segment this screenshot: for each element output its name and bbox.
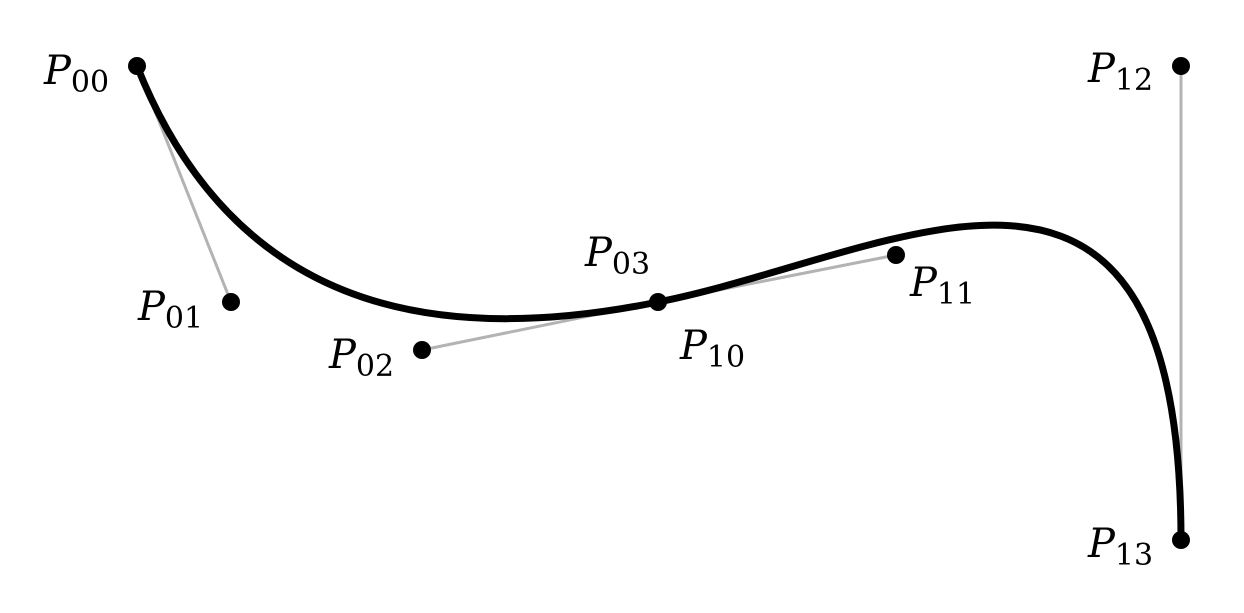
label-p01: P01 bbox=[137, 284, 203, 336]
label-p13-letter: P bbox=[1087, 521, 1116, 567]
label-p02: P02 bbox=[328, 332, 394, 384]
label-p03-letter: P bbox=[584, 230, 613, 276]
label-p01-sub: 01 bbox=[165, 301, 203, 336]
label-p02-sub: 02 bbox=[356, 349, 394, 384]
label-p11-letter: P bbox=[909, 260, 938, 306]
label-p00-letter: P bbox=[43, 48, 72, 94]
point-p13 bbox=[1172, 531, 1190, 549]
label-p03-sub: 03 bbox=[612, 247, 650, 282]
label-p03: P03 bbox=[584, 230, 650, 282]
bezier-curve bbox=[133, 62, 1185, 544]
label-p00-sub: 00 bbox=[71, 65, 109, 100]
curve-segment-2 bbox=[654, 221, 1185, 544]
label-p01-letter: P bbox=[137, 284, 166, 330]
point-p01 bbox=[222, 293, 240, 311]
point-p00 bbox=[128, 57, 146, 75]
curve-segment-1 bbox=[133, 62, 662, 323]
label-p11: P11 bbox=[909, 260, 975, 312]
label-p02-letter: P bbox=[328, 332, 357, 378]
label-p00: P00 bbox=[43, 48, 109, 100]
point-p11 bbox=[887, 246, 905, 264]
label-p10: P10 bbox=[679, 323, 745, 375]
label-p13-sub: 13 bbox=[1115, 538, 1153, 573]
label-p12: P12 bbox=[1087, 46, 1153, 98]
label-p12-sub: 12 bbox=[1115, 63, 1153, 98]
label-p13: P13 bbox=[1087, 521, 1153, 573]
label-p10-letter: P bbox=[679, 323, 708, 369]
label-p10-sub: 10 bbox=[707, 340, 745, 375]
point-p03-p10 bbox=[649, 293, 667, 311]
point-labels: P00 P01 P02 P03 P10 P11 P12 P13 bbox=[43, 46, 1153, 573]
point-p02 bbox=[413, 341, 431, 359]
point-p12 bbox=[1172, 57, 1190, 75]
label-p12-letter: P bbox=[1087, 46, 1116, 92]
label-p11-sub: 11 bbox=[937, 277, 975, 312]
control-points bbox=[128, 57, 1190, 549]
